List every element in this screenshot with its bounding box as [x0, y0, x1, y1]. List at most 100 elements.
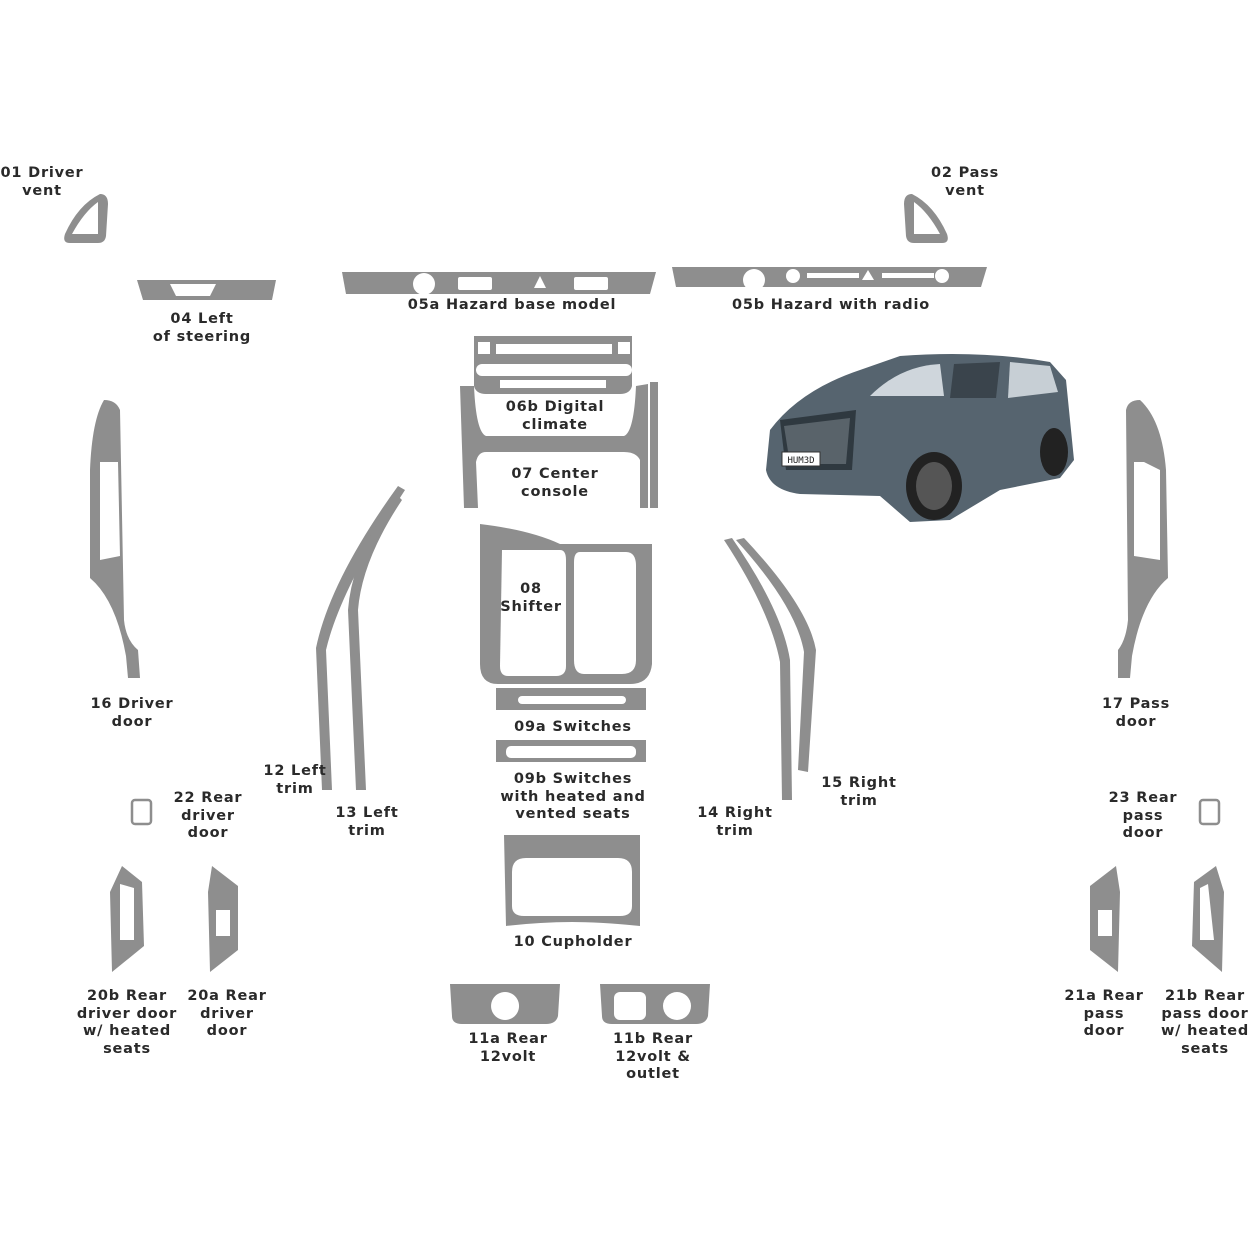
part-05a-hazard-base-model	[342, 272, 656, 295]
part-21a-rear-pass-door	[1090, 866, 1120, 972]
label-line: door	[206, 1023, 248, 1039]
label-line: 04 Left	[170, 311, 234, 327]
part-09a-switches	[496, 688, 646, 710]
label-line: seats	[103, 1040, 151, 1057]
label-line: trim	[840, 792, 878, 809]
label-line: climate	[522, 416, 588, 433]
label-line: trim	[716, 822, 754, 839]
part-04-left-of-steering	[137, 280, 276, 300]
label-line: 16 Driver	[90, 696, 174, 712]
label-line: 12volt &	[615, 1048, 691, 1065]
label-line: trim	[276, 780, 314, 797]
part-06b-digital-climate	[474, 336, 632, 394]
label-line: w/ heated	[82, 1023, 172, 1039]
label-line: trim	[348, 822, 386, 839]
part-07-center-console	[460, 382, 658, 508]
part-22-rear-driver-door	[130, 798, 153, 826]
part-02-pass-vent	[904, 194, 948, 243]
part-16-driver-door	[90, 400, 140, 678]
vehicle-image: HUM3D	[766, 354, 1074, 522]
label-line: driver	[181, 807, 235, 824]
part-14-right-trim	[724, 538, 792, 800]
label-line: 17 Pass	[1101, 696, 1171, 712]
label-line: pass	[1122, 807, 1164, 824]
label-line: door	[187, 825, 229, 841]
part-21b-rear-pass-door-heated	[1192, 866, 1224, 972]
label-line: 01 Driver	[0, 165, 84, 181]
label-line: 02 Pass	[930, 165, 1000, 181]
label-line: seats	[1181, 1040, 1229, 1057]
part-09b-switches-heated-vented	[496, 740, 646, 762]
label-line: driver door	[76, 1005, 178, 1022]
label-line: 05b Hazard with radio	[731, 297, 931, 313]
label-line: Shifter	[500, 598, 562, 615]
label-line: 09a Switches	[514, 719, 632, 735]
label-line: door	[1115, 713, 1157, 730]
label-line: pass	[1083, 1005, 1125, 1022]
part-11b-rear-12volt-outlet	[600, 984, 710, 1024]
label-line: 09b Switches	[513, 771, 633, 787]
label-line: 20b Rear	[87, 988, 167, 1004]
part-08-shifter	[480, 524, 652, 684]
part-17-pass-door	[1118, 400, 1168, 678]
label-line: 21a Rear	[1064, 988, 1144, 1004]
part-10-cupholder	[504, 835, 640, 926]
label-line: 11b Rear	[613, 1031, 693, 1047]
license-plate: HUM3D	[787, 456, 814, 466]
label-line: 23 Rear	[1108, 790, 1178, 806]
label-line: with heated and	[500, 788, 646, 805]
part-23-rear-pass-door	[1198, 798, 1221, 826]
label-line: 08	[520, 581, 542, 597]
part-13-left-trim	[348, 494, 402, 790]
part-12-left-trim	[316, 486, 405, 790]
label-line: 12 Left	[263, 763, 327, 779]
label-09a-switches: 09a Switches	[514, 719, 632, 737]
part-20b-rear-driver-door-heated	[110, 866, 144, 972]
label-line: 12volt	[479, 1048, 537, 1065]
label-05b-hazard-with-radio: 05b Hazard with radio	[732, 297, 930, 315]
label-line: 10 Cupholder	[513, 934, 633, 950]
label-05a-hazard-base-model: 05a Hazard base model	[408, 297, 616, 315]
label-line: vent	[22, 182, 62, 199]
part-01-driver-vent	[64, 194, 108, 243]
label-line: vented seats	[515, 806, 631, 822]
part-11a-rear-12volt	[450, 984, 560, 1024]
label-line: 07 Center	[511, 466, 599, 482]
label-line: pass door	[1161, 1005, 1249, 1022]
label-line: 11a Rear	[468, 1031, 548, 1047]
label-10-cupholder: 10 Cupholder	[514, 934, 633, 952]
part-05b-hazard-with-radio	[672, 267, 987, 291]
label-line: vent	[945, 182, 985, 199]
label-line: door	[1083, 1023, 1125, 1039]
part-15-right-trim	[736, 538, 816, 772]
label-line: 21b Rear	[1165, 988, 1245, 1004]
label-line: 22 Rear	[173, 790, 243, 806]
label-line: door	[111, 713, 153, 730]
label-line: 20a Rear	[187, 988, 267, 1004]
label-line: of steering	[152, 328, 252, 345]
label-line: door	[1122, 825, 1164, 841]
label-line: outlet	[626, 1066, 680, 1082]
label-line: console	[521, 483, 589, 500]
label-line: 13 Left	[335, 805, 399, 821]
label-line: 05a Hazard base model	[407, 297, 617, 313]
